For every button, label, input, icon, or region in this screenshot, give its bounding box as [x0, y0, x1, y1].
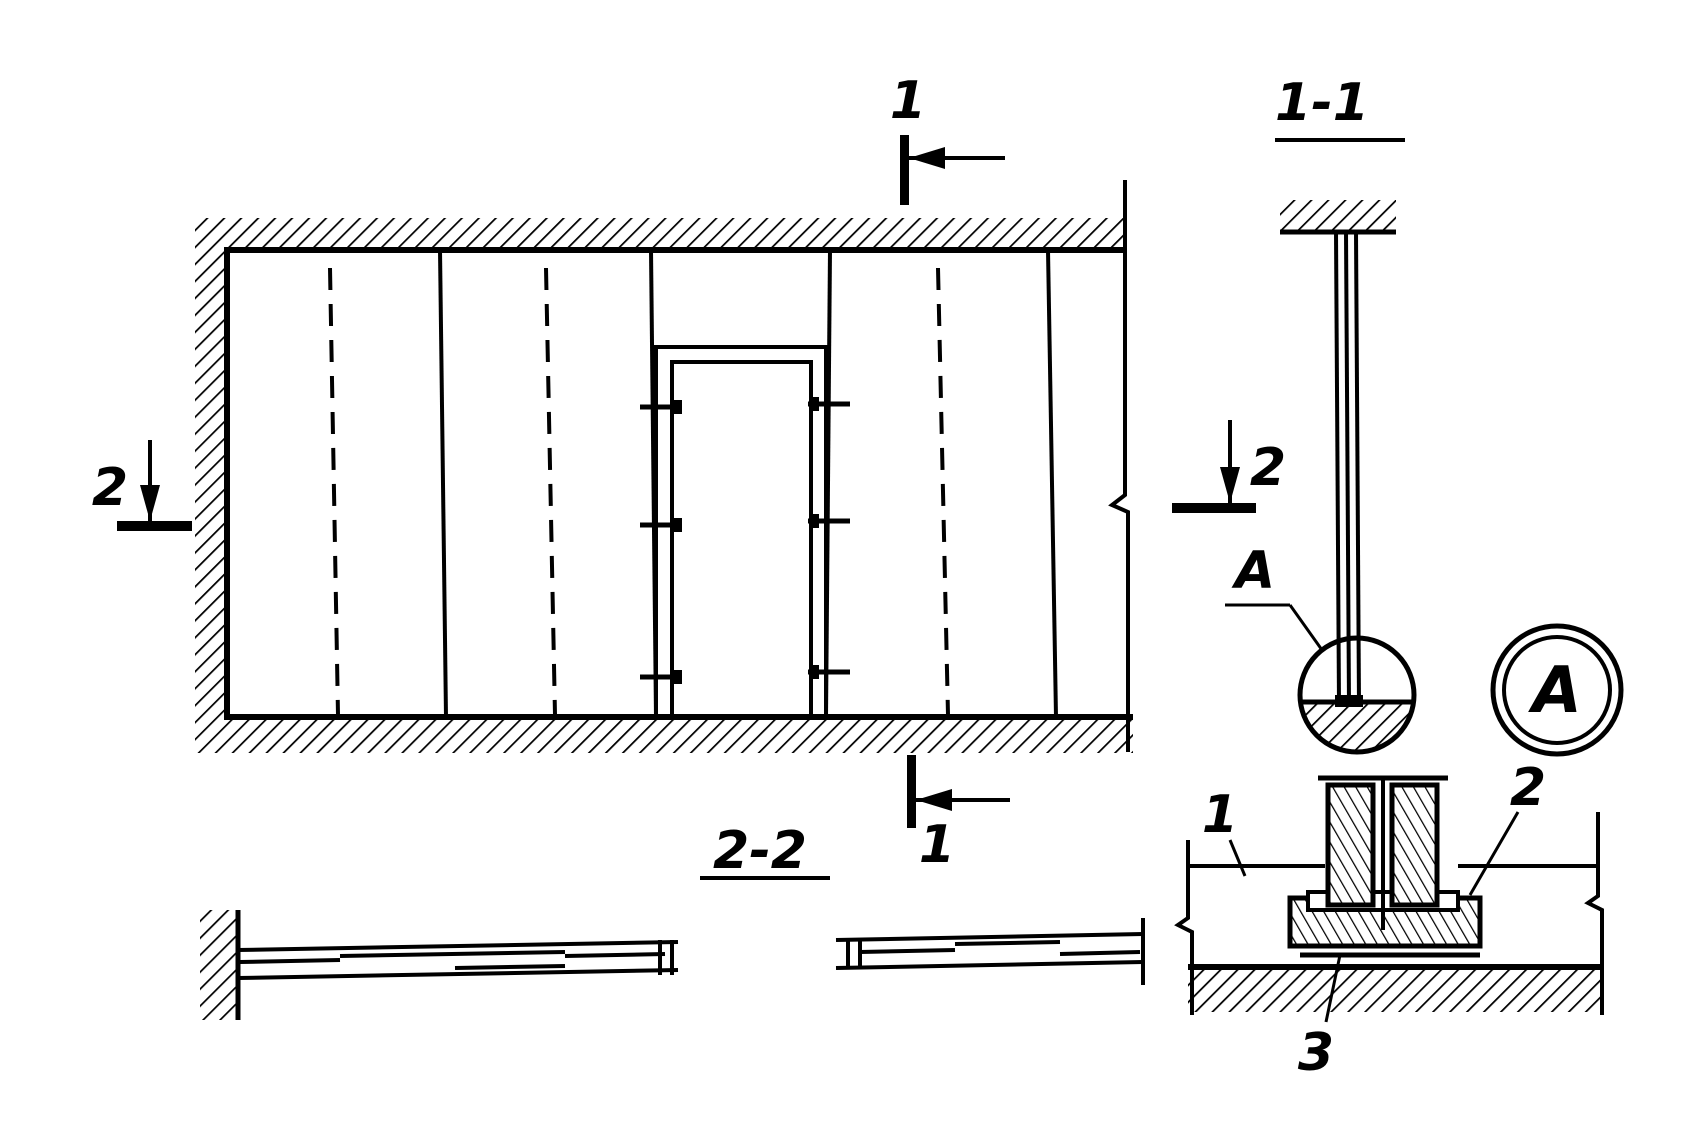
- section-2-left-label: 2: [92, 458, 128, 518]
- section-mark-1-bottom: 1: [907, 755, 1010, 875]
- detail-ref-label: A: [1231, 541, 1275, 601]
- door-frame-outer: [654, 345, 828, 717]
- callout-2-label: 2: [1510, 758, 1546, 818]
- section-2-2-view: 2-2: [200, 821, 1145, 1020]
- callout-3-label: 3: [1298, 1023, 1334, 1083]
- section-2-2-partition-right: [835, 918, 1145, 985]
- detail-floor-hatch: [1188, 970, 1600, 1012]
- detail-a-title: A: [1527, 654, 1582, 728]
- callout-1-label: 1: [1202, 785, 1238, 845]
- opening-outline: [224, 247, 1133, 720]
- ceiling-hatch: [195, 218, 1125, 250]
- floor-hatch: [195, 717, 1133, 753]
- section-mark-1-top: 1: [890, 71, 1005, 205]
- partition-field: [227, 250, 1125, 717]
- door: [640, 345, 850, 717]
- detail-circle-a: A: [1225, 541, 1417, 755]
- door-hinge-knobs: [674, 397, 819, 684]
- section-1-1-title: 1-1: [1275, 73, 1369, 133]
- detail-break-right: [1584, 812, 1604, 1015]
- section-2-2-title: 2-2: [713, 821, 807, 881]
- section-mark-2-left: 2: [92, 440, 192, 531]
- detail-a-view: A 1 2 3: [1174, 623, 1624, 1083]
- detail-break-left: [1174, 840, 1194, 1015]
- section-2-2-partition-left: [237, 940, 679, 980]
- detail-board-left: [1325, 782, 1376, 908]
- section-2-2-wall-hatch: [200, 910, 236, 1020]
- section-mark-2-right: 2: [1172, 420, 1286, 513]
- detail-a-title-mark: A: [1490, 623, 1624, 757]
- door-frame-inner: [670, 360, 813, 717]
- section-1-1-ceiling-hatch: [1280, 200, 1396, 230]
- hidden-joints: [328, 267, 950, 716]
- section-1-top-label: 1: [890, 71, 926, 131]
- elevation-view: 1 1 2 2: [92, 71, 1286, 875]
- detail-board-right: [1389, 782, 1440, 908]
- section-1-bottom-label: 1: [919, 815, 955, 875]
- left-wall-hatch: [195, 218, 227, 753]
- break-line-right: [1108, 180, 1130, 752]
- section-1-1-partition: [1334, 231, 1361, 706]
- section-2-right-label: 2: [1250, 438, 1286, 498]
- section-1-1-view: 1-1 A: [1225, 73, 1417, 755]
